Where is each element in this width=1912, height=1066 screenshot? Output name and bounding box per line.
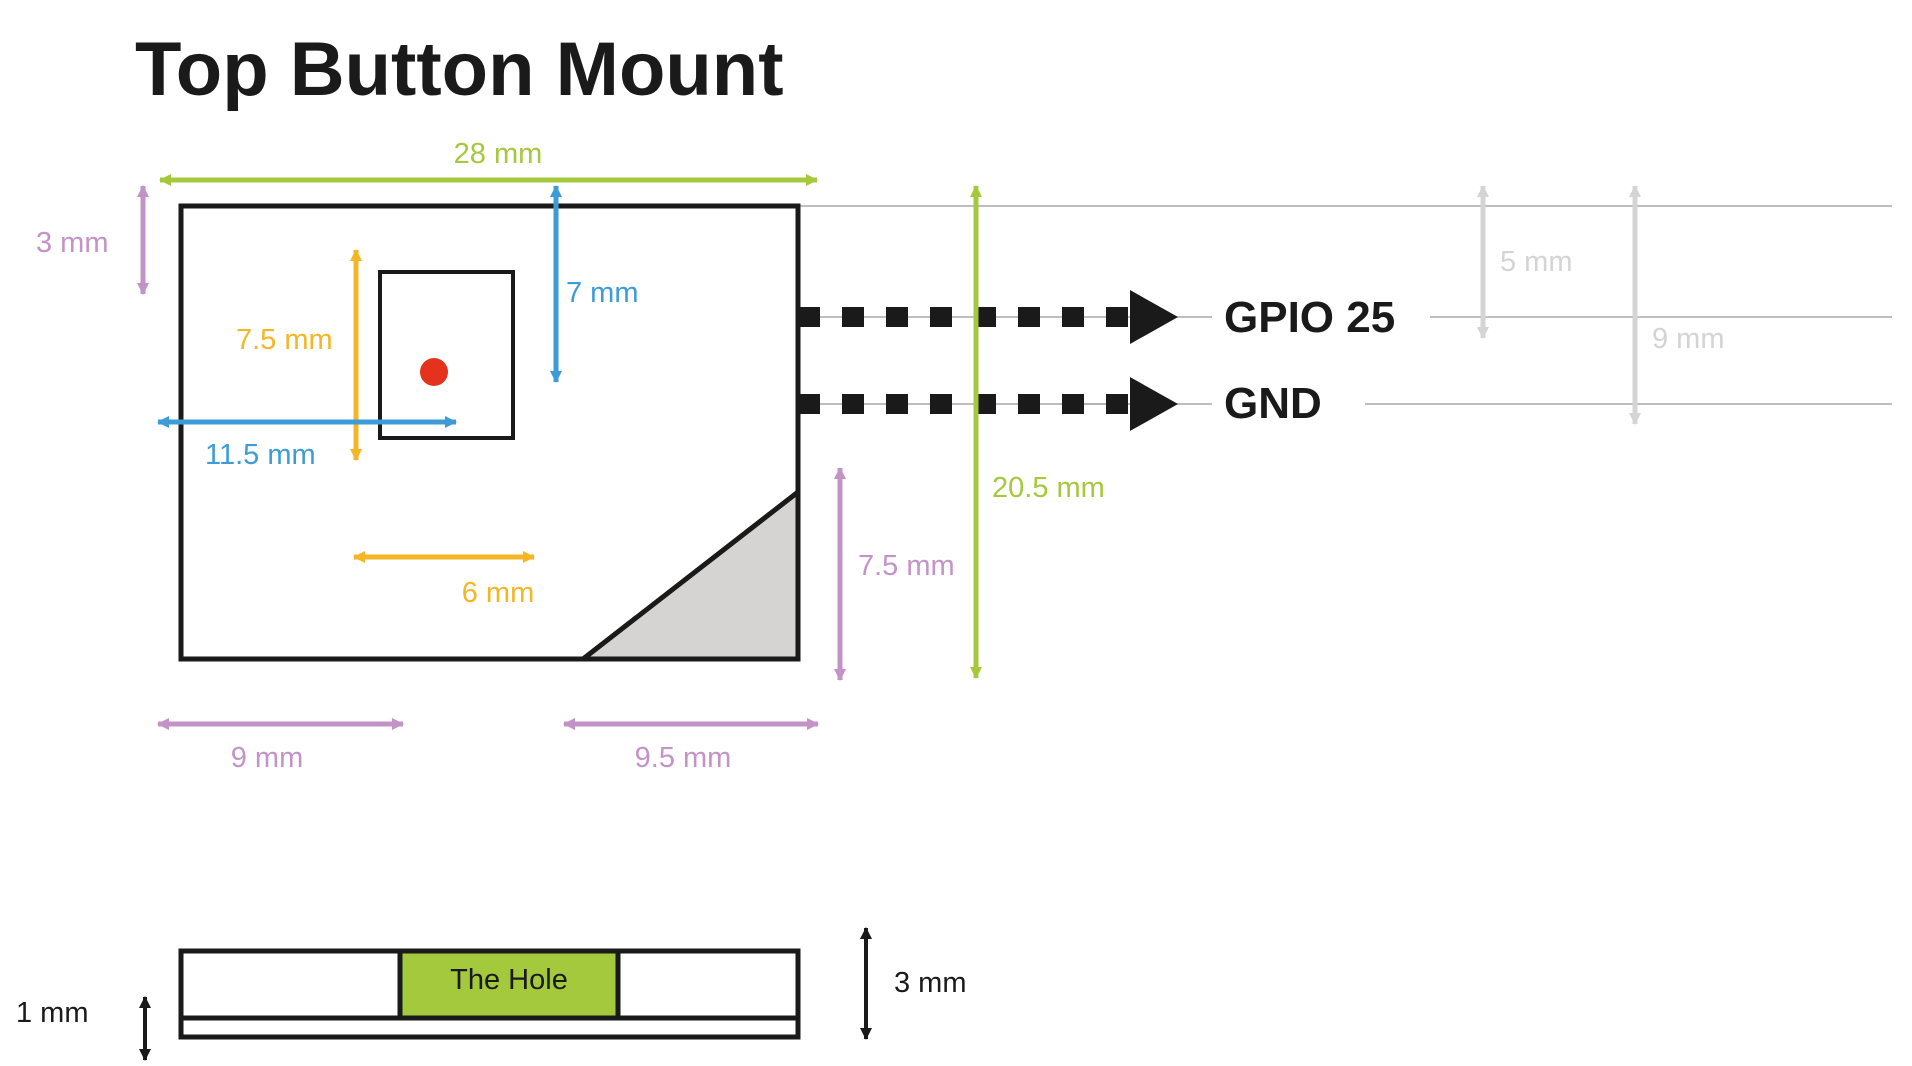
gnd-arrow-head <box>1130 377 1178 431</box>
button-dot <box>420 358 448 386</box>
bottom-left-label: 9 mm <box>231 742 304 774</box>
width-total-label: 28 mm <box>454 138 543 170</box>
page-title: Top Button Mount <box>135 27 784 112</box>
wedge-cutout <box>575 486 801 662</box>
wedge-height-label: 7.5 mm <box>858 550 955 582</box>
top-offset-label: 3 mm <box>36 227 109 259</box>
button-top-offset-label: 7 mm <box>566 277 639 309</box>
button-left-offset-label: 11.5 mm <box>205 439 316 471</box>
gpio-label: GPIO 25 <box>1224 293 1395 342</box>
button-height-label: 7.5 mm <box>236 324 333 356</box>
side-view: The Hole <box>178 948 801 1040</box>
wire-gnd <box>798 377 1178 431</box>
button-width-label: 6 mm <box>462 577 535 609</box>
total-thickness-label: 3 mm <box>894 967 967 999</box>
button-outline <box>378 270 515 440</box>
height-total-label: 20.5 mm <box>992 472 1105 504</box>
base-thickness-label: 1 mm <box>16 997 89 1029</box>
gnd-label: GND <box>1224 379 1322 428</box>
pin-offset-label: 9 mm <box>1652 323 1725 355</box>
the-hole <box>397 948 621 1021</box>
gpio-arrow-head <box>1130 290 1178 344</box>
wire-gpio <box>798 290 1178 344</box>
board-outline <box>178 203 801 662</box>
pin-spacing-label: 5 mm <box>1500 246 1573 278</box>
the-hole-label: The Hole <box>450 964 568 996</box>
bottom-right-label: 9.5 mm <box>635 742 732 774</box>
